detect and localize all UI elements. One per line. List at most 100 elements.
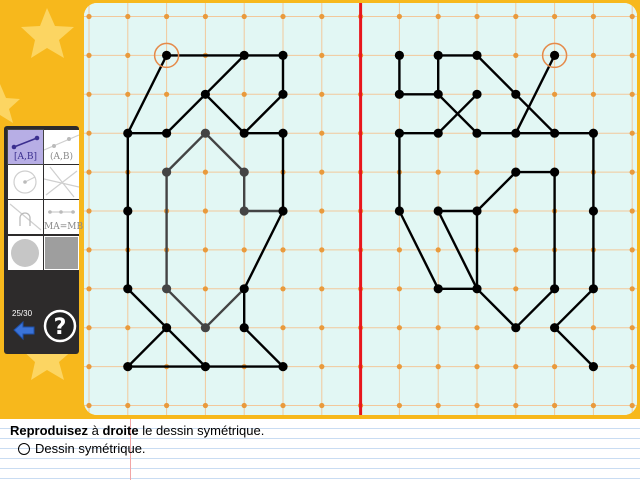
grid-dot [202,13,208,20]
grid-dot [435,325,441,331]
grid-dot [125,91,131,97]
grid-dot [552,13,558,20]
vertex-point [511,323,521,333]
highlight-ring [541,42,568,69]
vertex-point [239,206,249,216]
model-inner-segment [204,131,246,174]
vertex-point [394,128,404,138]
grid-dot [396,247,402,253]
grid-dot [86,91,92,97]
drawn-segment [475,170,517,213]
fill-tool[interactable] [44,236,79,270]
vertex-point [588,206,598,216]
grid-dot [164,13,170,20]
grid-dot [241,13,247,20]
grid-dot [396,286,402,292]
grid-dot [629,52,635,59]
svg-text:?: ? [54,315,67,340]
drawn-segment [398,209,440,290]
grid-dot [202,169,208,175]
arc-icon [9,203,42,231]
vertex-point [239,50,249,61]
highlight-ring [153,42,180,69]
grid-dot [552,402,558,409]
grid-dot [629,13,635,20]
grid-dot [396,402,402,409]
drawn-segment [514,54,556,135]
drawn-segment [514,287,556,329]
grid-dot [396,13,402,20]
arc-tool[interactable] [8,200,43,234]
segment-tool-label: [A,B] [14,152,37,162]
grid-dot [241,91,247,97]
square-fill-icon [45,237,78,269]
grid-dot [552,91,558,97]
vertex-point [588,362,598,372]
grid-dot [319,286,325,292]
grid-dot [396,325,402,331]
grid-dot [629,325,635,331]
vertex-point [511,89,521,99]
equidistant-tool-label: MA=MB [44,222,84,232]
vertex-point [550,167,560,177]
progress-counter: 25/30 [12,309,33,318]
radio-icon[interactable] [18,442,30,455]
model-segment [204,54,246,96]
grid-dot [86,52,92,59]
grid-dot [590,13,596,20]
grid-dot [474,169,480,175]
segment-icon [11,135,40,150]
task-option[interactable]: Dessin symétrique. [18,441,146,456]
vertex-point [123,206,133,216]
grid-dot [513,402,519,409]
vertex-point [162,128,172,138]
vertex-point [511,128,521,138]
circle-icon [13,170,37,194]
circle-tool[interactable] [8,165,43,199]
eraser-icon [11,239,39,267]
line-tool[interactable]: (A,B) [44,130,79,164]
undo-arrow-icon[interactable] [10,318,38,342]
grid-dot [513,364,519,370]
vertex-point [472,89,482,99]
grid-dot [280,13,286,20]
grid-dot [86,208,92,214]
grid-dot [164,402,170,409]
grid-dot [435,169,441,175]
model-inner-segment [165,131,207,174]
equidistant-tool[interactable]: MA=MB [44,200,84,234]
grid-dot [319,325,325,331]
lines-tool[interactable] [44,165,79,199]
model-segment [204,93,246,135]
grid-dot [319,130,325,136]
vertex-point [278,206,288,216]
vertex-point [123,128,133,138]
help-icon[interactable]: ? [43,309,77,343]
grid-dot [629,91,635,97]
line-icon [44,134,79,151]
grid-dot [280,247,286,253]
grid-dot [396,364,402,370]
vertex-point [239,284,249,294]
grid-dot [629,208,635,214]
star-icon [21,330,74,380]
vertex-point [200,323,210,333]
geometry-canvas[interactable] [84,3,637,415]
grid-dot [86,169,92,175]
grid-dot [474,364,480,370]
grid-dot [474,325,480,331]
grid-dot [86,13,92,20]
eraser-tool[interactable] [8,236,43,270]
vertex-point [588,284,598,294]
grid-dot [513,52,519,59]
grid-dot [435,247,441,253]
grid-dot [202,402,208,409]
vertex-point [278,50,288,61]
vertex-point [162,50,172,61]
segment-tool[interactable]: [A,B] [7,129,44,165]
model-segment [242,93,285,135]
equidistant-icon [48,210,75,214]
drawing-board[interactable] [84,3,637,415]
grid-dot [202,208,208,214]
grid-dot [629,364,635,370]
